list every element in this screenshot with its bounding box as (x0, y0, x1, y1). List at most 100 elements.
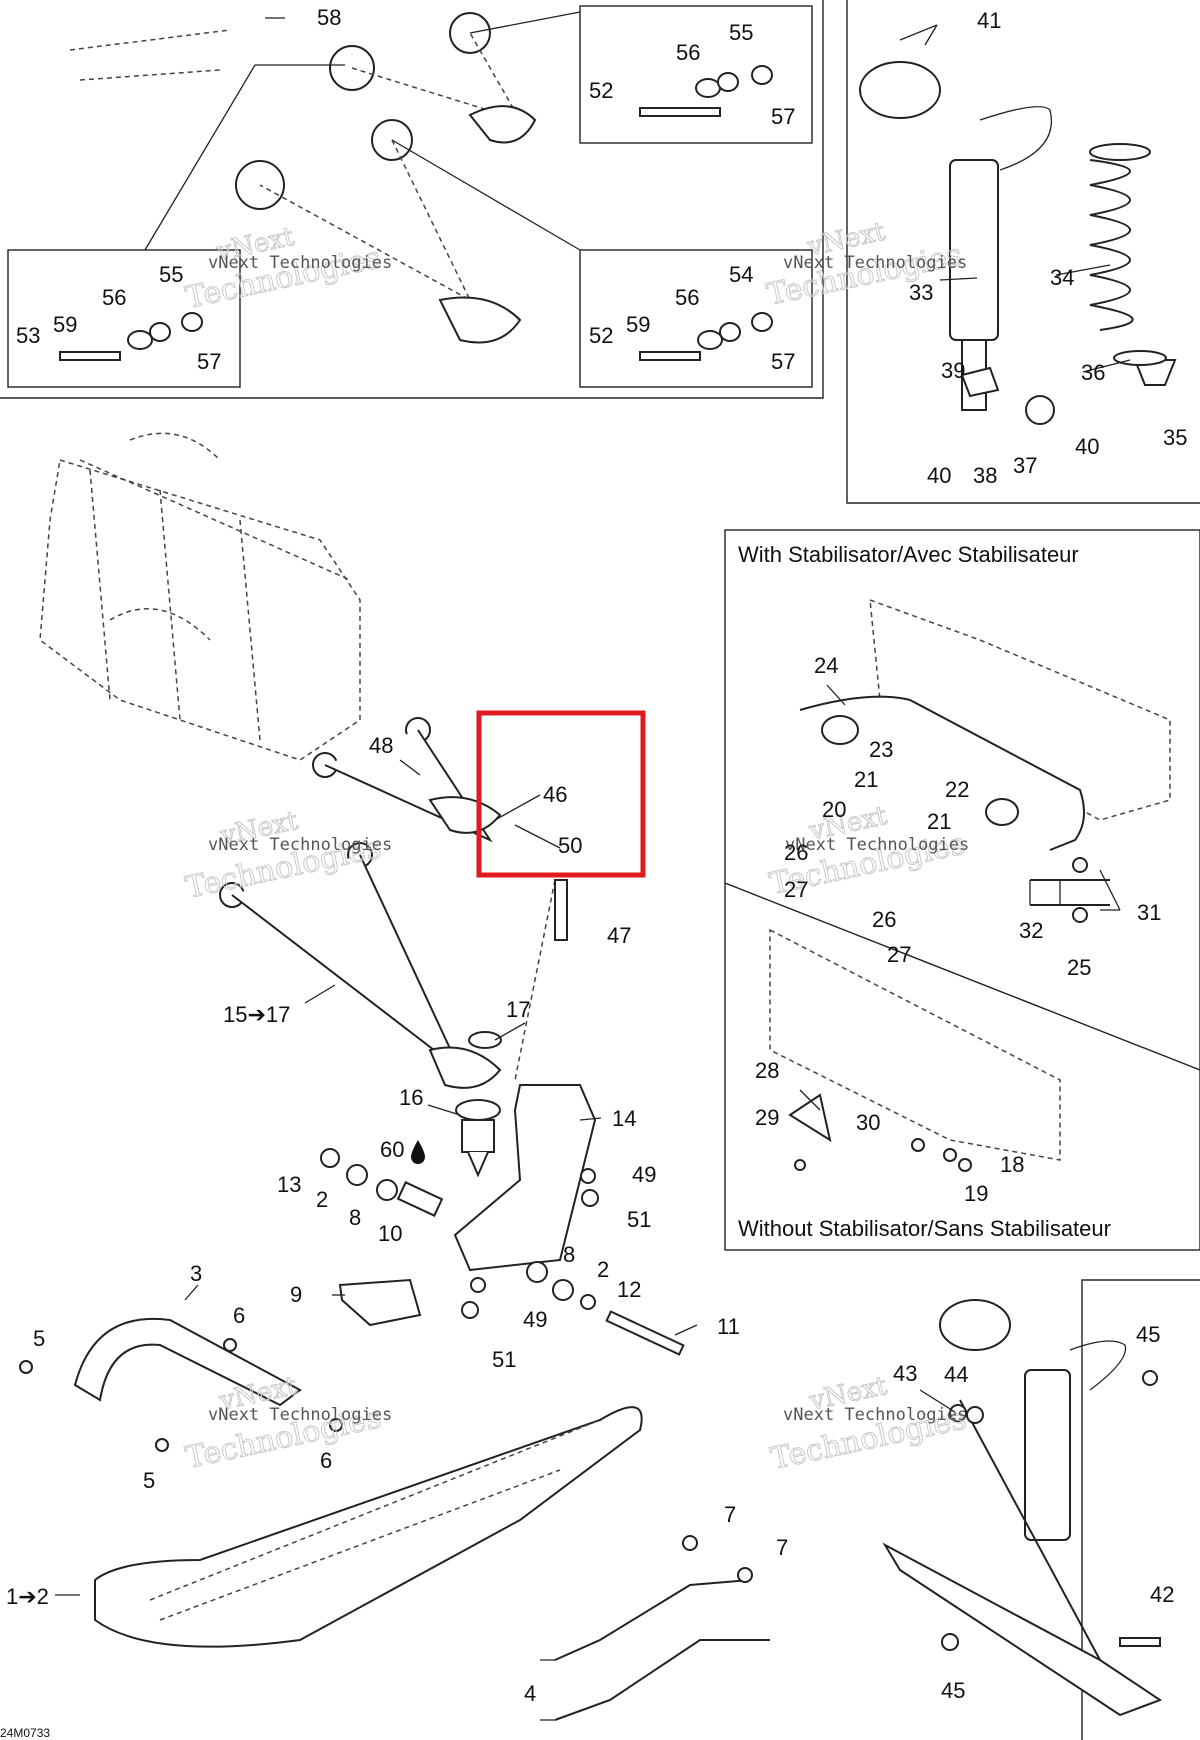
callout-14: 14 (612, 1106, 636, 1131)
callout-9: 9 (290, 1282, 302, 1307)
callout-1-2: 1➔2 (6, 1584, 49, 1609)
callout-8-left: 8 (349, 1205, 361, 1230)
callout-45-top: 45 (1136, 1322, 1160, 1347)
bushing-inset-left (7, 249, 241, 388)
ski-and-handle-drawing (19, 1317, 770, 1721)
callout-59-right-inset: 59 (626, 312, 650, 337)
callout-59-left-inset: 59 (53, 312, 77, 337)
callout-49-bottom: 49 (523, 1307, 547, 1332)
highlight-box (476, 710, 646, 878)
bushing-inset-top (579, 5, 813, 144)
callout-46: 46 (543, 782, 567, 807)
callout-32: 32 (1019, 918, 1043, 943)
callout-12: 12 (617, 1277, 641, 1302)
callouts: 58 55 56 52 57 55 56 59 53 57 5 4 56 59 5… (6, 5, 1187, 1706)
callout-39: 39 (941, 358, 965, 383)
callout-18: 18 (1000, 1152, 1024, 1177)
callout-19: 19 (964, 1181, 988, 1206)
watermark-label-mid-right: vNext Technologies (785, 835, 969, 855)
diagram-code: 24M0733 (0, 1726, 50, 1740)
watermark-label-top-right: vNext Technologies (783, 253, 967, 273)
callout-49-right: 49 (632, 1162, 656, 1187)
callout-43: 43 (893, 1361, 917, 1386)
callout-27-bottom: 27 (887, 942, 911, 967)
callout-40-right: 40 (1075, 434, 1099, 459)
callout-40-left: 40 (927, 463, 951, 488)
callout-17: 17 (506, 997, 530, 1022)
callout-15-17: 15➔17 (223, 1002, 290, 1027)
callout-60: 60 (380, 1137, 404, 1162)
leader-lines (55, 11, 1131, 1721)
stabilisator-divider (724, 882, 1200, 1071)
callout-30: 30 (856, 1110, 880, 1135)
top-left-panel-frame (0, 0, 824, 399)
callout-56-left-inset: 56 (102, 285, 126, 310)
callout-35: 35 (1163, 425, 1187, 450)
callout-36: 36 (1081, 360, 1105, 385)
callout-57-left-inset: 57 (197, 349, 221, 374)
callout-28: 28 (755, 1058, 779, 1083)
stabilisator-drawings (769, 598, 1171, 1172)
shock-absorber-drawing (859, 61, 1177, 425)
callout-56-top-inset: 56 (676, 40, 700, 65)
callout-2-right: 2 (597, 1257, 609, 1282)
callout-55-left-inset: 55 (159, 262, 183, 287)
callout-16: 16 (399, 1085, 423, 1110)
callout-21-top: 21 (854, 767, 878, 792)
callout-25: 25 (1067, 955, 1091, 980)
callout-53: 53 (16, 323, 40, 348)
callout-26-bottom: 26 (872, 907, 896, 932)
callout-41: 41 (977, 8, 1001, 33)
lower-a-arm-and-spindle-drawing (219, 717, 597, 1272)
callout-52-right-inset: 52 (589, 323, 613, 348)
watermark-label-bottom-left: vNext Technologies (208, 1405, 392, 1425)
stabilisator-panel-frame (724, 529, 1200, 1251)
callout-52-top-inset: 52 (589, 78, 613, 103)
callout-34: 34 (1050, 265, 1074, 290)
bushing-kit-drawings (59, 65, 773, 361)
callout-51-bottom: 51 (492, 1347, 516, 1372)
callout-51-right: 51 (627, 1207, 651, 1232)
callout-50: 50 (558, 833, 582, 858)
callout-48: 48 (369, 733, 393, 758)
callout-33: 33 (909, 280, 933, 305)
callout-22: 22 (945, 777, 969, 802)
callout-21-bottom: 21 (927, 809, 951, 834)
watermark-label-top-left: vNext Technologies (208, 253, 392, 273)
callout-31: 31 (1137, 900, 1161, 925)
callout-5-top: 5 (33, 1326, 45, 1351)
callout-29: 29 (755, 1105, 779, 1130)
watermark-label-mid-left: vNext Technologies (208, 835, 392, 855)
callout-58: 58 (317, 5, 341, 30)
callout-24: 24 (814, 653, 838, 678)
bushing-inset-right (579, 249, 813, 388)
callout-2-left: 2 (316, 1187, 328, 1212)
callout-10: 10 (378, 1221, 402, 1246)
callout-57-right-inset: 57 (771, 349, 795, 374)
callout-20: 20 (822, 797, 846, 822)
callout-27-top: 27 (784, 877, 808, 902)
pivot-hardware-drawing (320, 1148, 685, 1356)
callout-55-top-inset: 55 (729, 20, 753, 45)
callout-7-top: 7 (724, 1502, 736, 1527)
callout-45-bottom: 45 (941, 1678, 965, 1703)
callout-4: 4 (524, 1681, 536, 1706)
callout-23: 23 (869, 737, 893, 762)
callout-42: 42 (1150, 1582, 1174, 1607)
oil-drop-icon (411, 1140, 425, 1164)
caption-without-stabilisator: Without Stabilisator/Sans Stabilisateur (738, 1216, 1111, 1241)
callout-38: 38 (973, 463, 997, 488)
callout-13: 13 (277, 1172, 301, 1197)
upper-a-arms-top-panel (69, 12, 537, 344)
callout-37: 37 (1013, 453, 1037, 478)
callout-3: 3 (190, 1261, 202, 1286)
callout-56-right-inset: 56 (675, 285, 699, 310)
frame-and-chassis-drawing (39, 432, 361, 761)
bottom-right-suspension-drawing (882, 1299, 1163, 1717)
callout-7-bottom: 7 (776, 1535, 788, 1560)
callout-57-top-inset: 57 (771, 104, 795, 129)
callout-47: 47 (607, 923, 631, 948)
bottom-right-panel-frame (1081, 1279, 1200, 1740)
